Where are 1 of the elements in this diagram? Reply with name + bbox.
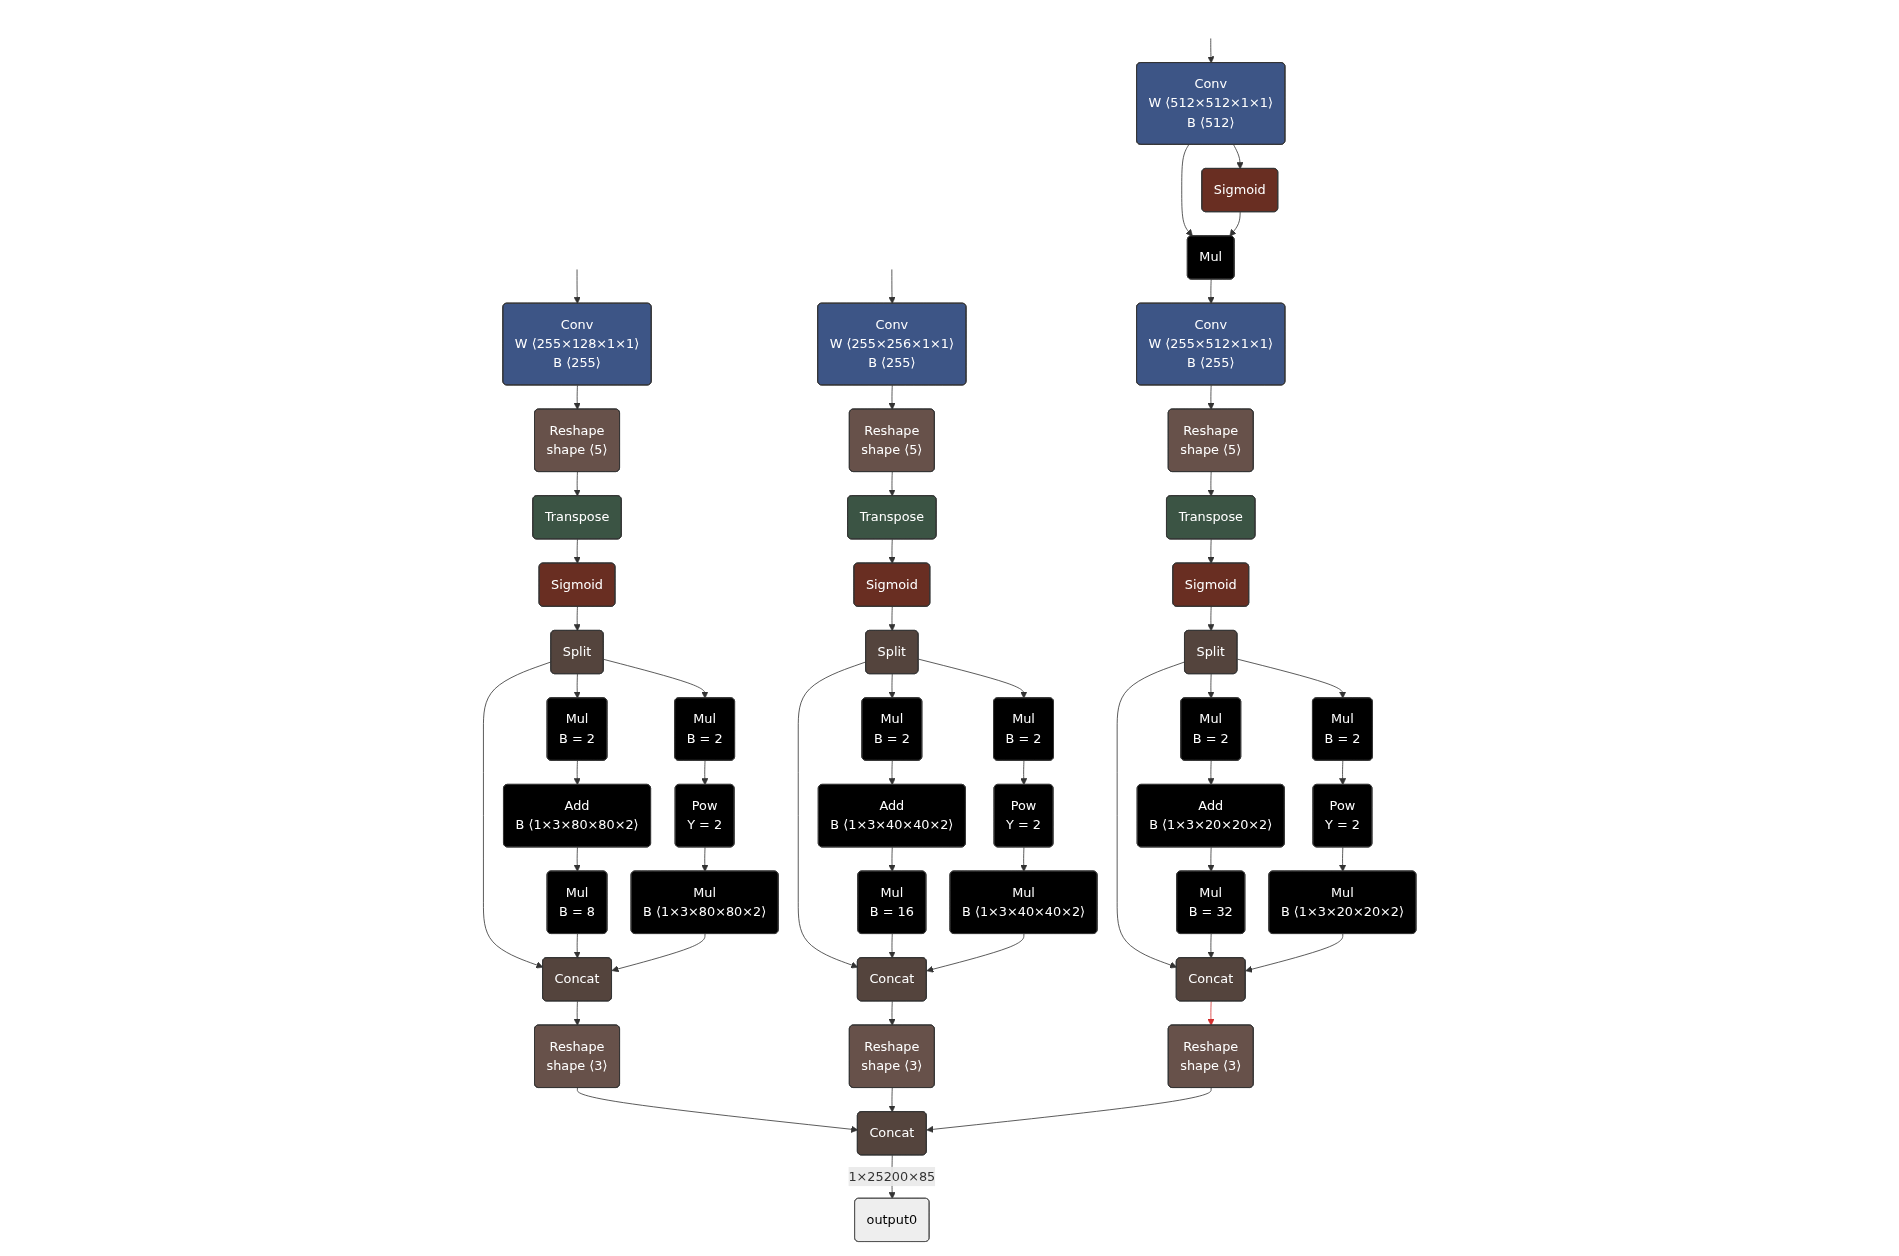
graph-drawing: 1×25200×85 Conv W ⟨255×128×1×1⟩ B ⟨255⟩ Reshape shape ⟨5⟩ Transpose Sigmoid Split Mul B = 2 Mul B = 2 Add B ⟨1×3×80×80×2⟩ Pow Y = 2 Mul B = 8 Mul B ⟨1×3×80×80×2⟩ Concat Reshape shape ⟨3⟩ Conv W ⟨255×256×1×1⟩ B ⟨255⟩ Reshape shape ⟨5⟩ Transpose Sigmoid Split Mul B = 2 Mul B = 2 Add B ⟨1×3×40×40×2⟩ Pow Y = 2 Mul B = 16 Mul B ⟨1×3×40×40×2⟩ Concat Reshape shape ⟨3⟩ Conv W ⟨512×512×1×1⟩ B ⟨512⟩ Sigmoid Mul Conv W ⟨255×512×1×1⟩ B ⟨255⟩ Reshape shape ⟨5⟩ Transpose Sigmoid Split Mul B = 2 Mul B = 2 Add B ⟨1×3×20×20×2⟩ Pow Y = 2 Mul B = 32 Mul B ⟨1×3×20×20×2⟩ Concat Reshape shape ⟨3⟩ Concat output0 xyxy=(0,0,1899,1256)
